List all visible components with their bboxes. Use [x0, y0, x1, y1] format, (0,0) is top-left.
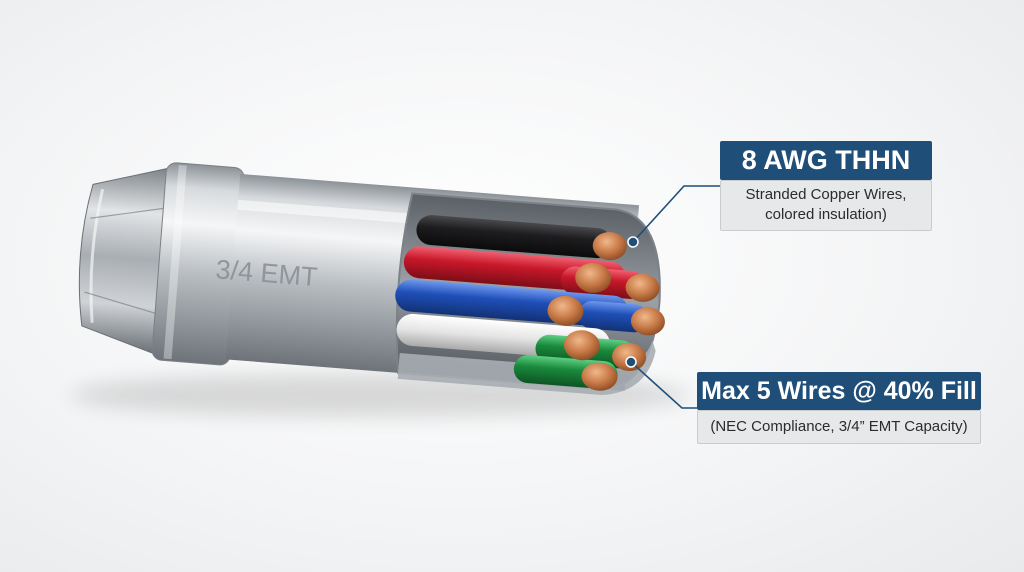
copper-end: [581, 362, 618, 391]
callout-fill-subtitle: (NEC Compliance, 3/4” EMT Capacity): [697, 410, 981, 444]
copper-end: [575, 262, 612, 293]
callout-fill-capacity: Max 5 Wires @ 40% Fill (NEC Compliance, …: [697, 372, 981, 444]
copper-end: [625, 273, 660, 302]
leader-dot-gauge: [627, 236, 639, 248]
callout-gauge-subtitle: Stranded Copper Wires, colored insulatio…: [720, 180, 932, 231]
copper-end: [547, 295, 584, 326]
leader-dot-fill: [625, 356, 637, 368]
callout-wire-gauge: 8 AWG THHN Stranded Copper Wires, colore…: [720, 141, 932, 231]
leader-lines: [630, 185, 720, 409]
callout-gauge-subtitle-line1: Stranded Copper Wires,: [745, 186, 907, 203]
leader-line-gauge: [632, 185, 720, 243]
conduit-coupling-nut: [78, 167, 170, 355]
copper-end: [592, 232, 627, 261]
callout-gauge-subtitle-line2: colored insulation): [765, 206, 887, 223]
copper-end: [563, 330, 600, 361]
wire-blue: [578, 300, 649, 333]
copper-end: [630, 307, 665, 336]
callout-gauge-title: 8 AWG THHN: [720, 141, 932, 180]
wire-black: [416, 215, 612, 259]
emt-conduit: 3/4 EMT: [78, 162, 665, 395]
leader-line-fill: [630, 361, 697, 409]
callout-fill-title: Max 5 Wires @ 40% Fill: [697, 372, 981, 410]
